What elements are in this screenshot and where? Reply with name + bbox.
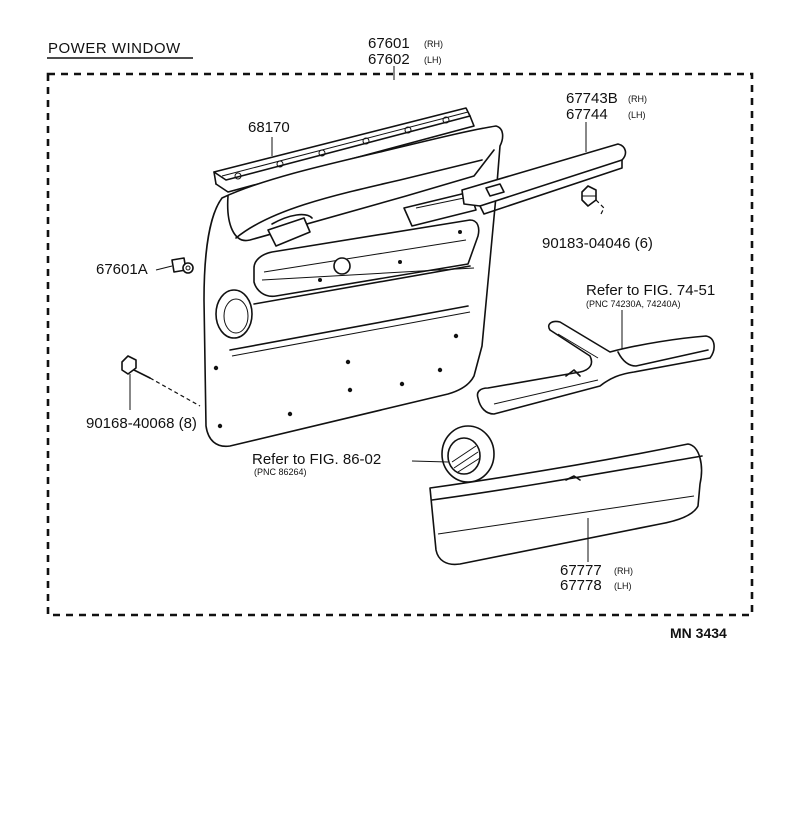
label-clip: 67601A [96,261,148,278]
speaker-grille-part [441,425,495,483]
svg-text:(RH): (RH) [424,39,443,49]
door-trim-panel [203,125,504,448]
svg-text:(LH): (LH) [614,581,632,591]
label-garnish: 67743B (RH) 67744 (LH) [566,90,647,123]
garnish-part [461,143,627,215]
label-speaker-ref: Refer to FIG. 86-02 (PNC 86264) [252,451,381,477]
svg-text:(LH): (LH) [628,110,646,120]
svg-text:Refer to FIG. 74-51: Refer to FIG. 74-51 [586,282,715,299]
label-screw: 90168-40068 (8) [86,415,197,432]
screw-dash [149,377,201,407]
door-pocket-part [429,443,703,566]
clip-part [171,257,194,274]
svg-text:67743B: 67743B [566,90,618,107]
svg-text:67602: 67602 [368,51,410,68]
screw-part [121,355,151,379]
svg-text:67778: 67778 [560,577,602,594]
weatherstrip-part [213,107,475,193]
svg-text:(RH): (RH) [628,94,647,104]
leader-speaker [411,460,449,463]
svg-text:Refer to FIG. 86-02: Refer to FIG. 86-02 [252,451,381,468]
nut-part [581,185,597,207]
nut-dash [595,199,605,217]
label-door-pocket: 67777 (RH) 67778 (LH) [560,562,633,594]
leader-clip [155,265,173,271]
label-door-panel: 67601 (RH) 67602 (LH) [368,35,443,68]
label-weatherstrip: 68170 [248,119,290,136]
assembly-frame [46,72,754,617]
svg-text:(PNC 74230A, 74240A): (PNC 74230A, 74240A) [586,299,681,309]
svg-text:67601: 67601 [368,35,410,52]
svg-text:67777: 67777 [560,562,602,579]
figure-id: MN 3434 [670,625,727,641]
label-nut: 90183-04046 (6) [542,235,653,252]
svg-text:(RH): (RH) [614,566,633,576]
svg-text:(PNC 86264): (PNC 86264) [254,467,307,477]
diagram-title: POWER WINDOW [48,40,181,57]
label-armrest-ref: Refer to FIG. 74-51 (PNC 74230A, 74240A) [586,282,715,309]
svg-text:67744: 67744 [566,106,608,123]
svg-text:(LH): (LH) [424,55,442,65]
armrest-part [476,320,715,415]
